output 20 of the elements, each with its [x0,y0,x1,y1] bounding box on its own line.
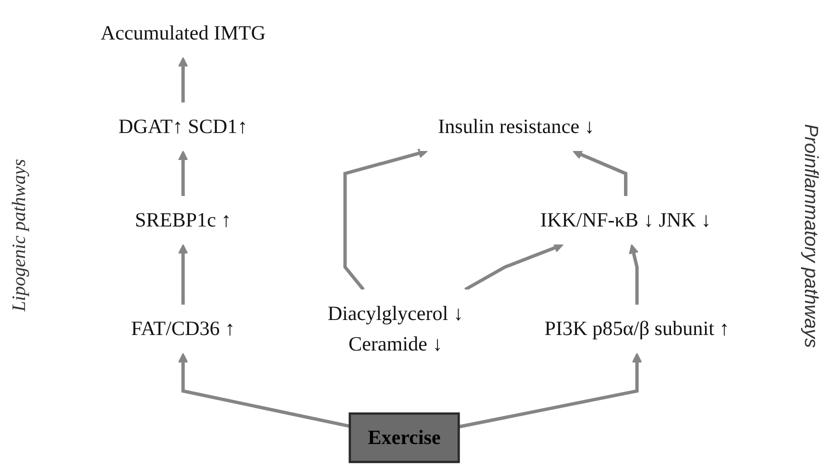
node-text: FAT/CD36 ↑ [131,317,236,340]
side-label: Lipogenic pathways [9,159,31,312]
arrow [178,150,188,196]
node-text: IKK/NF-κB ↓ JNK ↓ [540,208,712,231]
arrow [628,244,639,305]
arrow [464,243,564,292]
node-box: Exercise [348,412,460,464]
arrow [458,352,642,428]
node-text: PI3K p85α/β subunit ↑ [544,317,730,340]
side-label: Proinflammatory pathways [799,124,821,348]
node-text: Accumulated IMTG [100,21,266,44]
node-text: Diacylglycerol ↓ Ceramide ↓ [328,302,464,355]
node-text: SREBP1c ↑ [134,208,232,231]
arrow [572,150,628,196]
node-text: Insulin resistance ↓ [438,114,595,138]
arrow [178,57,188,103]
arrow [343,148,428,291]
arrow [178,244,188,305]
arrow [178,352,350,428]
node-text: DGAT↑ SCD1↑ [118,114,248,138]
